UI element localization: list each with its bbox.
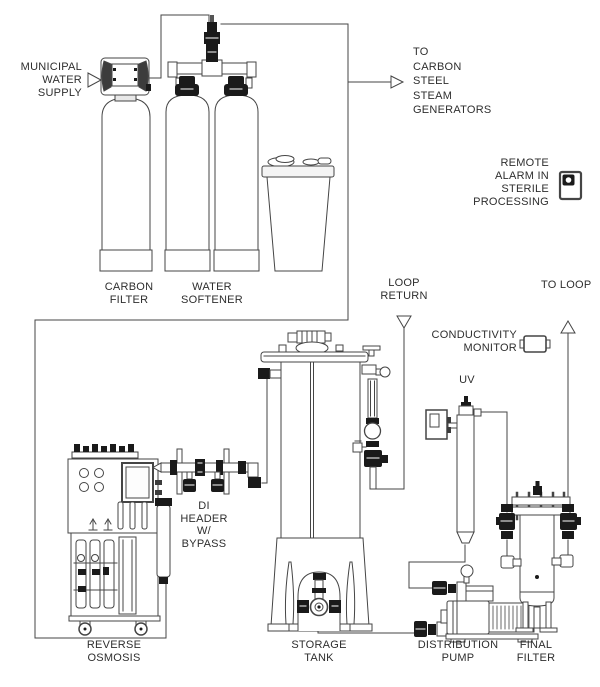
ro-panel-gauges [79, 468, 104, 492]
label-remote-alarm-in-sterile-processing: REMOTE ALARM IN STERILE PROCESSING [473, 157, 549, 208]
label-to-carbon-steel-steam-generators: TO CARBON STEEL STEAM GENERATORS [413, 46, 492, 116]
remote-alarm-icon [558, 170, 583, 201]
tank-outlet-manifold [297, 573, 341, 617]
label-storage-tank: STORAGE TANK [291, 639, 347, 664]
brine-tank [261, 155, 335, 272]
reverse-osmosis-skid [67, 444, 172, 636]
final-filter-vessel [496, 481, 581, 633]
conductivity-monitor-icon [519, 335, 551, 353]
label-water-softener: WATER SOFTENER [181, 281, 243, 306]
water-softener-tanks [164, 15, 260, 272]
to-loop-arrow [560, 320, 576, 334]
loop-return-column [352, 364, 391, 490]
municipal-supply-arrow [87, 72, 103, 88]
label-uv: UV [459, 374, 475, 386]
softener-control-valve [175, 15, 248, 96]
di-header-assembly [151, 368, 283, 495]
label-to-loop: TO LOOP [541, 279, 592, 291]
label-reverse-osmosis: REVERSE OSMOSIS [86, 639, 142, 664]
carbon-filter-tank [99, 57, 153, 272]
label-di-header-w-bypass: DI HEADER W/ BYPASS [180, 500, 228, 550]
label-municipal-water-supply: MUNICIPAL WATER SUPPLY [20, 61, 82, 99]
steam-generators-arrow [390, 75, 405, 89]
uv-sterilizer [425, 396, 482, 544]
label-conductivity-monitor: CONDUCTIVITY MONITOR [431, 329, 517, 354]
storage-tank-vessel [260, 330, 381, 632]
label-final-filter: FINAL FILTER [516, 639, 556, 664]
label-distribution-pump: DISTRIBUTION PUMP [417, 639, 499, 664]
label-loop-return: LOOP RETURN [380, 277, 428, 302]
uv-controller [425, 409, 451, 440]
loop-return-arrow [396, 315, 412, 329]
pipe-network [34, 14, 569, 639]
tank-inlet-elbow [258, 368, 270, 379]
label-carbon-filter: CARBON FILTER [104, 281, 154, 306]
